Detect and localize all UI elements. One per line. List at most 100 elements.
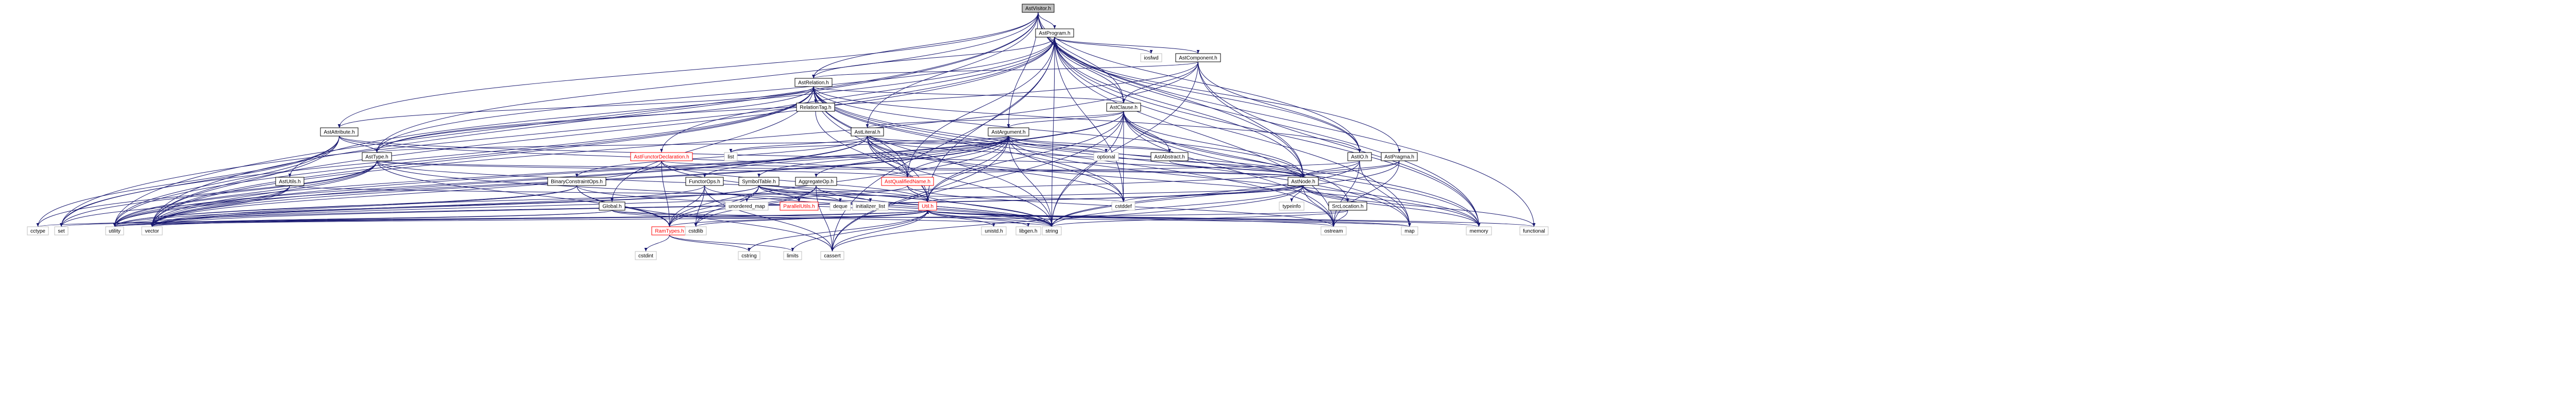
edge-astprogram-h-to-vector <box>150 37 1055 227</box>
node-label: AstQualifiedName.h <box>885 179 930 185</box>
node-label: AstLiteral.h <box>854 130 880 136</box>
edge-astvisitor-h-to-astclause-h <box>1038 12 1125 104</box>
edge-astargument-h-to-cstddef <box>1008 136 1125 203</box>
node-box <box>1279 201 1304 211</box>
node-relationtag-h[interactable]: RelationTag.h <box>796 103 835 112</box>
edge-astvisitor-h-to-utility <box>113 12 1039 227</box>
node-astio-h[interactable]: AstIO.h <box>1347 152 1372 161</box>
edge-astprogram-h-to-astclause-h <box>1054 37 1125 104</box>
node-box <box>54 226 69 235</box>
node-astvisitor-h: AstVisitor.h <box>1022 4 1055 13</box>
node-astcomponent-h[interactable]: AstComponent.h <box>1175 53 1221 62</box>
edge-astrelation-h-to-astio-h <box>813 86 1361 153</box>
node-box <box>829 201 851 211</box>
node-astprogram-h[interactable]: AstProgram.h <box>1035 28 1074 38</box>
node-binaryconstraintops-h[interactable]: BinaryConstraintOps.h <box>547 177 606 186</box>
node-astabstract-h[interactable]: AstAbstract.h <box>1150 152 1189 161</box>
node-astfunctordeclaration-h[interactable]: AstFunctorDeclaration.h <box>630 152 693 161</box>
edge-astprogram-h-to-string <box>1050 37 1055 227</box>
edge-asttype-h-to-astqualifiedname-h <box>377 160 909 178</box>
node-box <box>738 177 779 186</box>
node-box <box>1401 226 1418 235</box>
edge-astcomponent-h-to-memory <box>1198 61 1481 227</box>
node-box <box>724 152 738 161</box>
node-label: cassert <box>824 254 840 259</box>
edge-global-h-to-utility <box>113 210 613 227</box>
edge-symboltable-h-to-util-h <box>758 185 929 203</box>
node-string: string <box>1042 226 1062 235</box>
node-box <box>1320 226 1347 235</box>
node-global-h[interactable]: Global.h <box>599 201 625 211</box>
edge-astclause-h-to-cassert <box>831 111 1124 252</box>
node-astqualifiedname-h[interactable]: AstQualifiedName.h <box>881 177 934 186</box>
node-functorops-h[interactable]: FunctorOps.h <box>685 177 724 186</box>
node-aggregateop-h[interactable]: AggregateOp.h <box>795 177 837 186</box>
node-astrelation-h[interactable]: AstRelation.h <box>794 78 833 87</box>
node-box <box>1093 152 1119 161</box>
edge-astattribute-h-to-cctype <box>36 136 340 227</box>
node-label: SymbolTable.h <box>742 179 776 185</box>
edge-util-h-to-limits <box>791 210 928 252</box>
edge-astprogram-h-to-astio-h <box>1054 37 1361 153</box>
node-asttype-h[interactable]: AstType.h <box>362 152 392 161</box>
node-srclocation-h[interactable]: SrcLocation.h <box>1328 201 1367 211</box>
node-box <box>881 177 934 186</box>
node-util-h[interactable]: Util.h <box>918 201 937 211</box>
edge-astfunctordeclaration-h-to-util-h <box>661 160 929 203</box>
edge-astargument-h-to-functorops-h <box>703 136 1009 178</box>
edge-astvisitor-h-to-astio-h <box>1038 12 1361 153</box>
node-functional: functional <box>1519 226 1549 235</box>
node-cassert: cassert <box>820 251 844 260</box>
node-label: AstType.h <box>365 155 388 160</box>
node-label: cstddef <box>1115 204 1131 210</box>
node-box <box>1381 152 1418 161</box>
node-label: AstArgument.h <box>991 130 1025 136</box>
node-label: functional <box>1523 229 1545 234</box>
edge-util-h-to-libgen-h <box>927 210 1030 227</box>
node-astclause-h[interactable]: AstClause.h <box>1106 103 1141 112</box>
edge-astrelation-h-to-ostream <box>813 86 1335 227</box>
node-box <box>362 152 392 161</box>
node-label: AstClause.h <box>1110 105 1138 111</box>
edge-astrelation-h-to-utility <box>113 86 814 227</box>
node-astattribute-h[interactable]: AstAttribute.h <box>320 127 359 137</box>
node-parallelutils-h[interactable]: ParallelUtils.h <box>779 201 819 211</box>
node-box <box>783 251 802 260</box>
edge-astargument-h-to-astabstract-h <box>1008 136 1171 153</box>
node-label: AstRelation.h <box>798 80 828 86</box>
node-box <box>1022 4 1055 13</box>
edge-astio-h-to-string <box>1050 160 1360 227</box>
node-box <box>1175 53 1221 62</box>
node-astargument-h[interactable]: AstArgument.h <box>988 127 1029 137</box>
edge-astcomponent-h-to-astrelation-h <box>812 61 1198 79</box>
node-box <box>738 251 760 260</box>
edge-astprogram-h-to-astrelation-h <box>812 37 1055 79</box>
node-box <box>820 251 844 260</box>
edge-functorops-h-to-ramtypes-h <box>668 185 705 227</box>
node-set: set <box>54 226 69 235</box>
node-astnode-h[interactable]: AstNode.h <box>1287 177 1319 186</box>
edge-astutils-h-to-set <box>60 185 290 227</box>
edge-astprogram-h-to-astcomponent-h <box>1054 37 1200 54</box>
node-astliteral-h[interactable]: AstLiteral.h <box>851 127 884 137</box>
edge-astattribute-h-to-asttype-h <box>339 136 379 153</box>
edge-astclause-h-to-astabstract-h <box>1123 111 1171 153</box>
edge-astprogram-h-to-map <box>1054 37 1411 227</box>
edge-astprogram-h-to-astutils-h <box>288 37 1055 178</box>
node-astpragma-h[interactable]: AstPragma.h <box>1381 152 1418 161</box>
node-label: set <box>58 229 65 234</box>
edge-astio-h-to-astqualifiedname-h <box>906 160 1360 178</box>
edge-astrelation-h-to-vector <box>150 86 814 227</box>
node-box <box>796 103 835 112</box>
node-label: AstIO.h <box>1351 155 1368 160</box>
node-symboltable-h[interactable]: SymbolTable.h <box>738 177 779 186</box>
edge-astcomponent-h-to-asttype-h <box>375 61 1198 153</box>
node-box <box>1287 177 1319 186</box>
node-label: AstFunctorDeclaration.h <box>634 155 689 160</box>
node-astutils-h[interactable]: AstUtils.h <box>275 177 304 186</box>
node-ramtypes-h[interactable]: RamTypes.h <box>651 226 688 235</box>
node-box <box>1111 201 1136 211</box>
edge-astvisitor-h-to-functional <box>1038 12 1536 227</box>
edge-astargument-h-to-aggregateop-h <box>815 136 1009 178</box>
